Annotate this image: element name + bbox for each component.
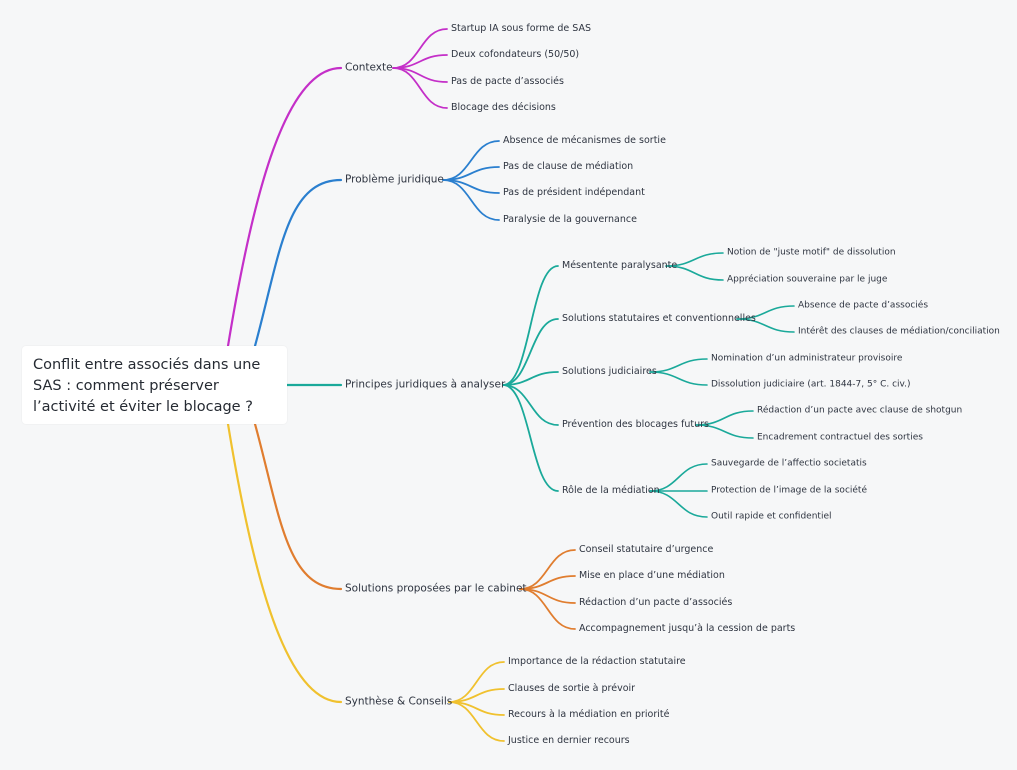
connector-trunk (253, 178, 343, 348)
solutions-item[interactable]: Accompagnement jusqu’à la cession de par… (579, 622, 796, 634)
connector-curve (736, 318, 795, 333)
connector-curve (519, 588, 576, 630)
principes-item[interactable]: Solutions statutaires et conventionnelle… (562, 312, 756, 324)
principes-item[interactable]: Rôle de la médiation (562, 484, 660, 496)
connector-curve (502, 384, 559, 492)
connector-curve (649, 371, 708, 386)
connector-curve (502, 318, 559, 386)
principes-subitem[interactable]: Intérêt des clauses de médiation/concili… (798, 326, 1000, 337)
connector-curve (649, 490, 708, 518)
connector-curve (502, 371, 559, 386)
connector-curve (695, 424, 754, 439)
synthese-item[interactable]: Clauses de sortie à prévoir (508, 682, 636, 694)
probleme-item[interactable]: Pas de clause de médiation (503, 160, 634, 172)
synthese-item[interactable]: Importance de la rédaction statutaire (508, 655, 686, 667)
principes-subitem[interactable]: Sauvegarde de l’affectio societatis (711, 458, 867, 469)
principes-subitem[interactable]: Dissolution judiciaire (art. 1844-7, 5° … (711, 379, 911, 390)
connector-trunk (226, 66, 343, 348)
probleme-item[interactable]: Paralysie de la gouvernance (503, 213, 637, 225)
solutions-item[interactable]: Conseil statutaire d’urgence (579, 543, 714, 555)
contexte-item[interactable]: Startup IA sous forme de SAS (451, 22, 591, 34)
connector-curve (665, 265, 724, 281)
contexte-item[interactable]: Deux cofondateurs (50/50) (451, 48, 580, 60)
principes-subitem[interactable]: Notion de "juste motif" de dissolution (727, 247, 896, 258)
principes-subitem[interactable]: Rédaction d’un pacte avec clause de shot… (757, 405, 963, 416)
root-node-label: Conflit entre associés dans une SAS : co… (33, 357, 261, 415)
contexte-item[interactable]: Pas de pacte d’associés (451, 75, 564, 87)
branch-contexte-label[interactable]: Contexte (345, 61, 393, 74)
root-node[interactable]: Conflit entre associés dans une SAS : co… (22, 346, 287, 424)
connector-curve (502, 384, 559, 426)
principes-subitem[interactable]: Protection de l’image de la société (711, 485, 867, 496)
connector-trunk (226, 422, 343, 704)
principes-subitem[interactable]: Absence de pacte d’associés (798, 300, 929, 311)
connector-curve (448, 701, 505, 742)
solutions-item[interactable]: Mise en place d’une médiation (579, 569, 725, 581)
branch-synthese-conseils-label[interactable]: Synthèse & Conseils (345, 695, 453, 708)
principes-subitem[interactable]: Outil rapide et confidentiel (711, 511, 832, 522)
connector-curve (442, 179, 500, 221)
principes-item[interactable]: Mésentente paralysante (562, 259, 678, 271)
contexte-item[interactable]: Blocage des décisions (451, 101, 556, 113)
branch-probleme-juridique-label[interactable]: Problème juridique (345, 173, 444, 186)
principes-subitem[interactable]: Nomination d’un administrateur provisoir… (711, 353, 903, 364)
probleme-item[interactable]: Absence de mécanismes de sortie (503, 134, 666, 146)
branch-solutions-cabinet-label[interactable]: Solutions proposées par le cabinet (345, 582, 527, 595)
principes-subitem[interactable]: Encadrement contractuel des sorties (757, 432, 923, 443)
solutions-item[interactable]: Rédaction d’un pacte d’associés (579, 596, 733, 608)
connector-curve (502, 265, 559, 386)
connector-trunk (253, 422, 343, 591)
synthese-item[interactable]: Justice en dernier recours (508, 734, 630, 746)
connector-curve (649, 358, 708, 373)
branch-principes-juridiques-label[interactable]: Principes juridiques à analyser (345, 378, 506, 391)
principes-item[interactable]: Prévention des blocages futurs (562, 418, 709, 430)
probleme-item[interactable]: Pas de président indépendant (503, 186, 645, 198)
synthese-item[interactable]: Recours à la médiation en priorité (508, 708, 670, 720)
connector-curve (392, 67, 448, 109)
principes-item[interactable]: Solutions judiciaires (562, 365, 657, 377)
principes-subitem[interactable]: Appréciation souveraine par le juge (727, 274, 888, 285)
